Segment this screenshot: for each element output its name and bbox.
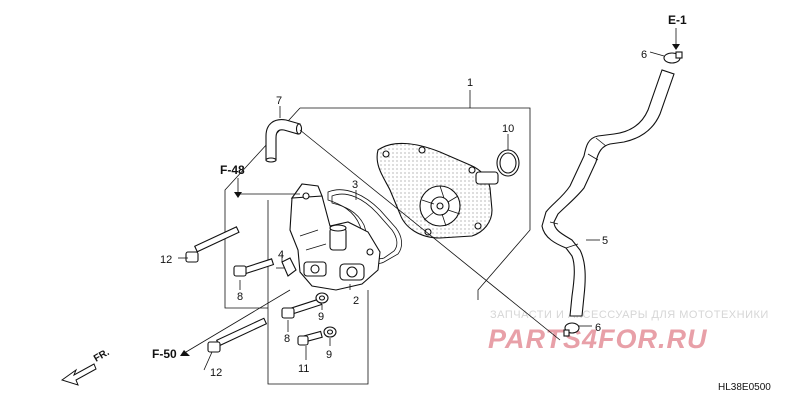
- gasket: [327, 189, 402, 264]
- watermark: ЗАПЧАСТИ И АКСЕССУАРЫ ДЛЯ МОТОТЕХНИКИ PA…: [488, 309, 769, 354]
- leader-lines: [178, 28, 680, 371]
- flange-bolt-8-upper: [233, 258, 275, 277]
- diagram-code: HL38E0500: [718, 382, 771, 393]
- callout-8-upper: 8: [237, 291, 243, 303]
- callout-8-lower: 8: [284, 333, 290, 345]
- callout-10: 10: [502, 123, 514, 135]
- front-direction-indicator: FR.: [60, 347, 112, 386]
- frame-item-1-left: [224, 107, 301, 309]
- callouts: 1 2 3 4 5 6 6 7 8 8 9 9 10 11 12 12: [160, 49, 647, 379]
- callout-2: 2: [353, 295, 359, 307]
- callout-12-upper: 12: [160, 254, 172, 266]
- washer-9-lower: [323, 326, 337, 338]
- hose-clamp-top: [663, 51, 683, 64]
- frame-inner: [267, 200, 369, 385]
- reference-f48: F-48: [220, 163, 245, 177]
- watermark-tagline: ЗАПЧАСТИ И АКСЕССУАРЫ ДЛЯ МОТОТЕХНИКИ: [490, 309, 769, 321]
- callout-11: 11: [298, 363, 309, 375]
- frame-item-1: [300, 107, 531, 300]
- watermark-brand: PARTS4FOR.RU: [488, 324, 708, 354]
- callout-9-upper: 9: [318, 311, 324, 323]
- callout-12-lower: 12: [210, 367, 222, 379]
- callout-6-top: 6: [641, 49, 647, 61]
- callout-9-lower: 9: [326, 349, 332, 361]
- hose-short: [265, 119, 303, 163]
- bolt-11: [297, 330, 323, 346]
- hose-long: [541, 69, 675, 317]
- callout-5: 5: [602, 235, 608, 247]
- flange-bolt-8-lower: [281, 298, 323, 319]
- callout-7: 7: [276, 95, 282, 107]
- water-pump-housing: [289, 183, 381, 291]
- o-ring: [496, 149, 520, 177]
- flange-bolt-12-lower: [207, 317, 268, 353]
- callout-1: 1: [467, 77, 473, 89]
- front-arrow-icon: [60, 363, 97, 386]
- pipe-bracket: [276, 257, 297, 277]
- hose-clamp-bottom: [563, 322, 580, 337]
- front-direction-label: FR.: [92, 347, 112, 365]
- water-pump-cover: [376, 142, 499, 239]
- assembly-frames: [224, 90, 531, 385]
- callout-6-bottom: 6: [595, 322, 601, 334]
- callout-3: 3: [352, 179, 358, 191]
- reference-e1: E-1: [668, 13, 687, 27]
- washer-9-upper: [315, 292, 329, 304]
- impeller: [419, 185, 461, 227]
- callout-4: 4: [278, 249, 284, 261]
- reference-f50: F-50: [152, 347, 177, 361]
- flange-bolt-12-upper: [185, 226, 240, 263]
